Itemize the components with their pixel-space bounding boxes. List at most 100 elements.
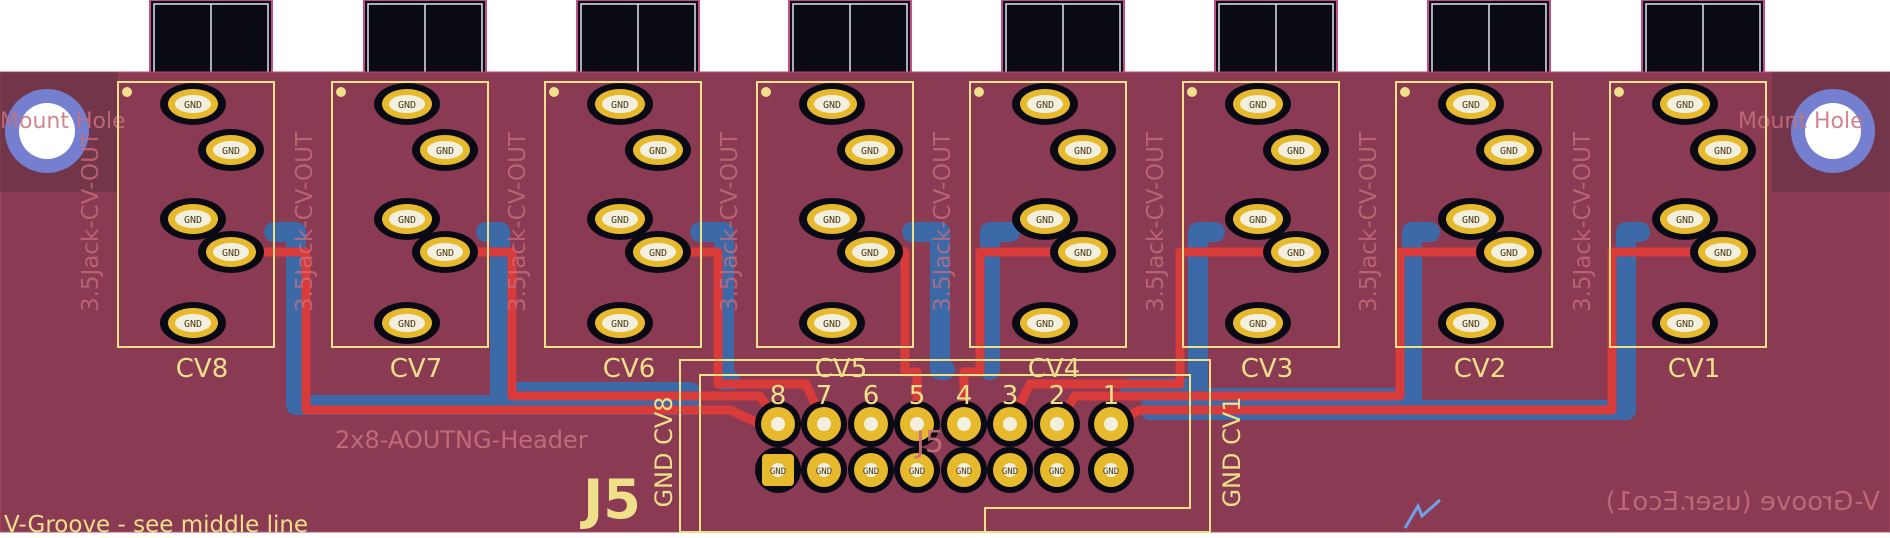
jack-pad: GND <box>1225 198 1291 240</box>
svg-text:GND: GND <box>1103 467 1119 477</box>
header-fab-ref: J5 <box>914 425 944 460</box>
header-pin-number: 3 <box>1002 381 1019 411</box>
origin-marker <box>1403 498 1441 529</box>
jack-outline <box>544 81 702 348</box>
jack-pad-label: GND <box>1676 215 1694 226</box>
jack-pad: GND <box>799 198 865 240</box>
jack-pad: GND <box>412 231 478 273</box>
header-pin-number: 2 <box>1049 381 1066 411</box>
pin1-marker <box>1400 87 1410 97</box>
jack-pad-label: GND <box>436 146 454 157</box>
jack-pad: GND <box>1476 231 1542 273</box>
header-pin-number: 5 <box>909 381 926 411</box>
jack-pad-label: GND <box>1500 146 1518 157</box>
jack-pad-label: GND <box>1249 215 1267 226</box>
jack-pad: GND <box>625 129 691 171</box>
jack-footprint-label: 3.5Jack-CV-OUT <box>505 131 531 312</box>
header-pad: GND <box>755 447 801 493</box>
jack-pad-label: GND <box>823 215 841 226</box>
jack-cv6[interactable]: GND GND GND GND GND 3.5Jack-CV-OUT CV6 <box>505 81 702 384</box>
pin1-marker <box>122 87 132 97</box>
jack-footprint-label: 3.5Jack-CV-OUT <box>292 131 318 312</box>
svg-text:GND: GND <box>1049 467 1065 477</box>
jack-footprint-label: 3.5Jack-CV-OUT <box>1570 131 1596 312</box>
jack-ref-label: CV6 <box>603 354 655 384</box>
svg-text:GND: GND <box>816 467 832 477</box>
jack-pad: GND <box>160 302 226 344</box>
jack-pad: GND <box>1652 302 1718 344</box>
header-left-label: GND CV8 <box>650 396 678 507</box>
pin1-marker <box>1614 87 1624 97</box>
jack-pad-label: GND <box>611 319 629 330</box>
svg-text:GND: GND <box>909 467 925 477</box>
jack-pad: GND <box>799 302 865 344</box>
jack-pad-label: GND <box>861 248 879 259</box>
mount-hole-right[interactable] <box>1791 89 1875 173</box>
jack-outline <box>117 81 275 348</box>
jack-pad-label: GND <box>222 248 240 259</box>
jack-pad-label: GND <box>1500 248 1518 259</box>
vgroove-right-label: V-Groove (user.Eco1) <box>1606 487 1880 517</box>
jack-footprint-label: 3.5Jack-CV-OUT <box>930 131 956 312</box>
jack-pad-label: GND <box>823 100 841 111</box>
jack-pad: GND <box>412 129 478 171</box>
svg-text:GND: GND <box>863 467 879 477</box>
header-pin-number: 7 <box>816 381 833 411</box>
jack-pad-label: GND <box>611 100 629 111</box>
header-pad <box>941 401 987 447</box>
jack-pad: GND <box>1012 198 1078 240</box>
mount-hole-right-label: Mount Hole <box>1738 109 1864 134</box>
jack-pad: GND <box>1225 302 1291 344</box>
svg-text:GND: GND <box>956 467 972 477</box>
jack-pad-label: GND <box>1287 146 1305 157</box>
svg-text:GND: GND <box>770 467 786 477</box>
jack-pad: GND <box>1690 129 1756 171</box>
header-pad <box>848 401 894 447</box>
jack-pad: GND <box>1690 231 1756 273</box>
jack-pad-label: GND <box>1249 319 1267 330</box>
header-pad: GND <box>894 447 940 493</box>
jack-pad-label: GND <box>1287 248 1305 259</box>
jack-pad-label: GND <box>1462 100 1480 111</box>
jack-pad: GND <box>1438 198 1504 240</box>
jack-pad: GND <box>1012 302 1078 344</box>
jack-pad: GND <box>1263 129 1329 171</box>
mount-hole-left-label: Mount Hole <box>0 109 126 134</box>
jack-pad-label: GND <box>1036 100 1054 111</box>
pin1-marker <box>549 87 559 97</box>
header-outline <box>699 374 1191 532</box>
jack-pad-label: GND <box>1036 319 1054 330</box>
jack-outline <box>1395 81 1553 348</box>
jack-pad: GND <box>1263 231 1329 273</box>
jack-pad: GND <box>1438 302 1504 344</box>
jack-pad: GND <box>1438 83 1504 125</box>
jack-outline <box>331 81 489 348</box>
jack-pad: GND <box>198 129 264 171</box>
jack-ref-label: CV1 <box>1668 354 1720 384</box>
jack-footprints: GNDGNDGNDGNDGND3.5Jack-CV-OUTCV8GNDGNDGN… <box>78 81 1767 384</box>
jack-footprint-label: 3.5Jack-CV-OUT <box>717 131 743 312</box>
jack-pad-label: GND <box>649 248 667 259</box>
header-pad: GND <box>1034 447 1080 493</box>
header-pad <box>894 401 940 447</box>
jack-pad: GND <box>587 83 653 125</box>
header-footprint-label: 2x8-AOUTNG-Header <box>335 426 588 454</box>
jack-pad-label: GND <box>1249 100 1267 111</box>
jack-pad: GND <box>1225 83 1291 125</box>
mount-hole-left[interactable] <box>5 89 89 173</box>
jack-footprint-label: 3.5Jack-CV-OUT <box>1143 131 1169 312</box>
jack-pad: GND <box>1476 129 1542 171</box>
jack-pad-label: GND <box>1462 215 1480 226</box>
jack-pad-label: GND <box>1714 248 1732 259</box>
jack-pad-label: GND <box>1462 319 1480 330</box>
jack-pad-label: GND <box>611 215 629 226</box>
